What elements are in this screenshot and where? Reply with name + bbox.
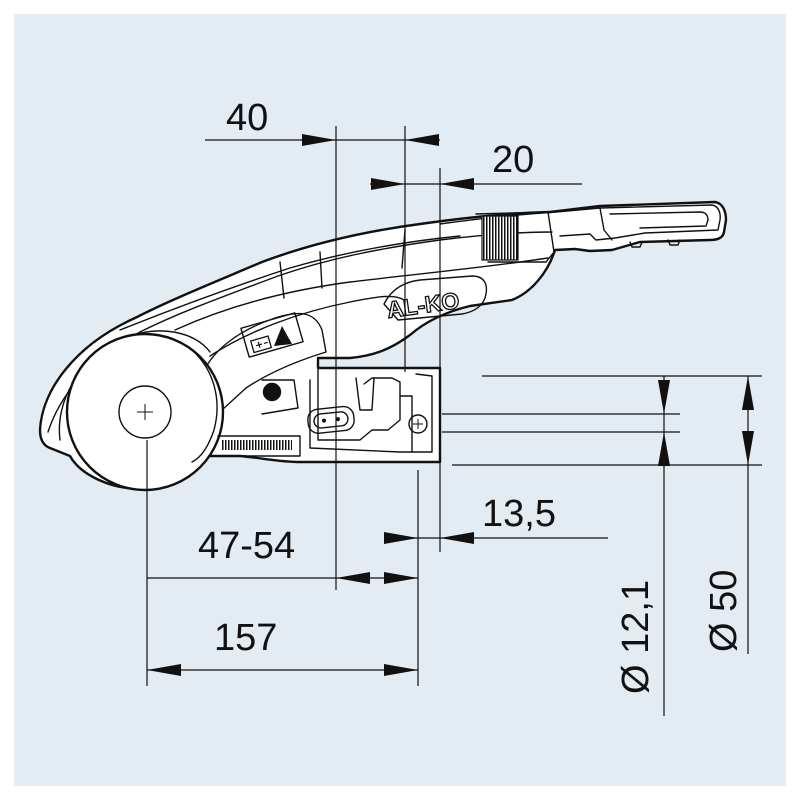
adjust-knob xyxy=(262,382,282,402)
battery-icon xyxy=(249,335,273,354)
dim-47-54-arrow-left xyxy=(336,572,370,584)
coupling-body: AL-KO xyxy=(38,200,728,492)
dim-20-label: 20 xyxy=(492,139,534,181)
knob-housing xyxy=(261,379,299,415)
logo-plate xyxy=(383,275,488,321)
dim-50-arrow-top xyxy=(742,376,754,410)
stabiliser-pad-outline xyxy=(217,435,301,457)
bolt-cross xyxy=(413,419,423,429)
stabiliser-pad-hatch xyxy=(222,440,292,450)
release-button-frame xyxy=(475,211,555,263)
dim-47-54-arrow-right xyxy=(384,572,418,584)
dim-40-label: 40 xyxy=(226,97,268,139)
ball-socket-inner xyxy=(118,385,172,439)
dim-13-5-label: 13,5 xyxy=(482,493,556,535)
warning-triangle-icon xyxy=(274,326,292,346)
bolt-plate xyxy=(307,405,355,434)
dim-40-arrow-right xyxy=(405,134,439,146)
handle-bumps xyxy=(629,239,681,248)
warning-label-box xyxy=(240,312,304,358)
shell-lower-line xyxy=(174,257,549,331)
dim-40-arrow-left xyxy=(302,134,336,146)
dim-12-1-label: Ø 12,1 xyxy=(615,580,657,694)
dim-50-arrow-bottom xyxy=(742,431,754,465)
dim-50-label: Ø 50 xyxy=(703,570,745,652)
dim-20-arrow-right xyxy=(440,178,474,190)
dim-12-1-arrow-top xyxy=(658,380,670,414)
handle-grip-inner xyxy=(609,211,709,229)
dim-12-1-arrow-bottom xyxy=(658,432,670,466)
clamp-notch xyxy=(355,377,375,411)
dim-157-arrow-left xyxy=(147,664,181,676)
dim-13-5-arrow-right xyxy=(440,532,474,544)
bolt-head xyxy=(408,414,428,434)
ball-center-mark xyxy=(137,404,153,420)
dim-20-arrow-left xyxy=(371,178,405,190)
clamp-block-inner xyxy=(309,373,433,453)
shell-rib-3 xyxy=(279,261,285,299)
dim-47-54-label: 47-54 xyxy=(198,525,295,567)
dimension-lines: 40 20 13,5 47-54 157 Ø 12,1 xyxy=(146,97,762,716)
shell-lower-line-2 xyxy=(209,295,405,357)
shell-rib-2 xyxy=(319,251,323,289)
side-panel xyxy=(199,312,327,416)
dim-157-arrow-right xyxy=(384,664,418,676)
dim-13-5-arrow-left xyxy=(384,532,418,544)
clamp-step xyxy=(399,395,413,453)
release-button-ribbed xyxy=(481,215,519,261)
clamp-block xyxy=(317,367,401,441)
dim-157-label: 157 xyxy=(214,617,277,659)
socket-side-flap xyxy=(191,349,218,463)
handle-grip-line xyxy=(599,207,613,241)
